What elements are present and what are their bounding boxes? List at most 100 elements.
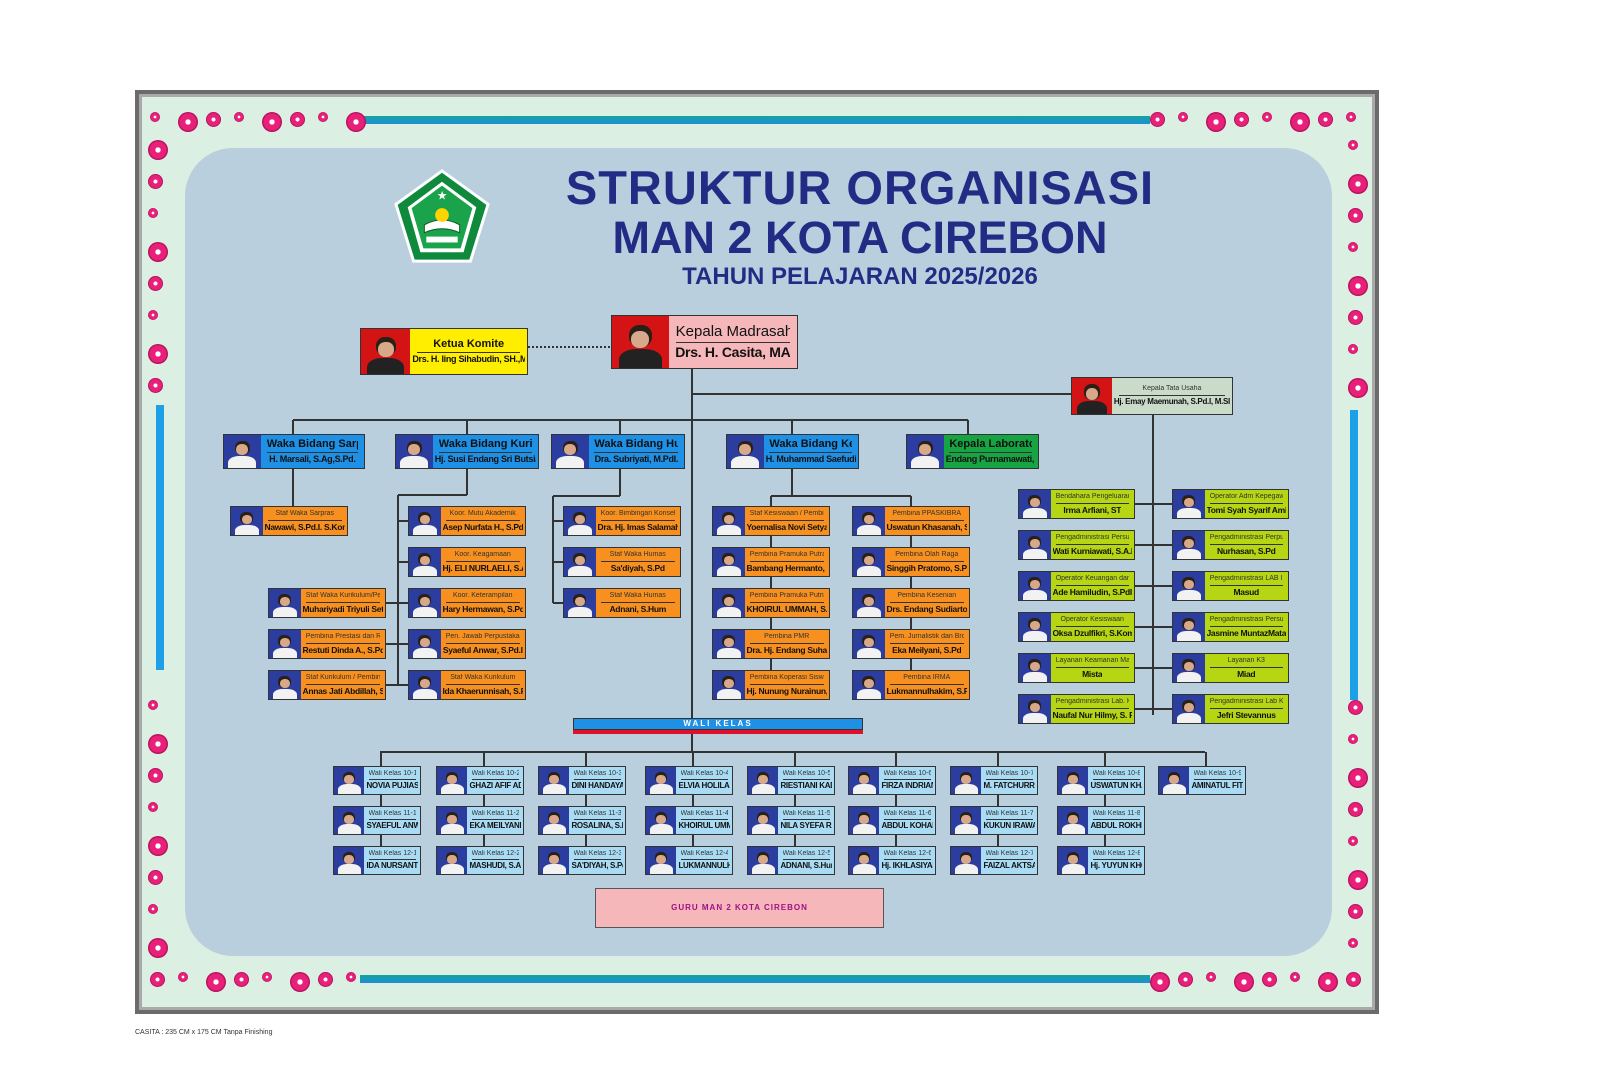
- person-name: DINI HANDAYANI, S.Pd: [571, 782, 623, 791]
- staff-box: Koor. Bimbingan KonselingDra. Hj. Imas S…: [563, 506, 681, 536]
- person-photo: [853, 548, 885, 576]
- box-label: Staf Kurikulum / Pembina RobotikAnnas Ja…: [301, 671, 386, 699]
- flower-ornament: [178, 112, 198, 132]
- tu-staff-box: Pengadministrasi Persuratan dan PTSPJasm…: [1172, 612, 1289, 642]
- tu-staff-box: Pengadministrasi Lab KeterampilanJefri S…: [1172, 694, 1289, 724]
- flower-ornament: [290, 972, 310, 992]
- flower-ornament: [1178, 112, 1188, 122]
- flower-ornament: [148, 174, 163, 189]
- person-name: LUKMANNULHAKIM, S.Pd.I: [678, 862, 730, 871]
- waka-box: Waka Bidang KurikulumHj. Susi Endang Sri…: [395, 434, 539, 469]
- flower-ornament: [148, 276, 163, 291]
- flower-ornament: [346, 112, 366, 132]
- person-photo: [951, 847, 982, 874]
- person-name: FIRZA INDRIANI, S. Pd: [881, 782, 933, 791]
- position-title: Staf Kesiswaan / Pembina OSIS: [749, 510, 824, 521]
- flower-ornament: [148, 938, 168, 958]
- person-photo: [713, 671, 745, 699]
- waka-box: Kepala Laboratorium IPAEndang Purnamawat…: [906, 434, 1039, 469]
- position-title: Wali Kelas 11-3: [573, 810, 621, 821]
- person-photo: [849, 807, 880, 834]
- flower-ornament: [1348, 174, 1368, 194]
- box-label: Wali Kelas 10-7M. FATCHURROHMAN, M. Pd.: [981, 767, 1037, 794]
- position-title: Wali Kelas 10-6: [883, 770, 931, 781]
- person-name: Adnani, S.Hum: [609, 604, 667, 614]
- flower-ornament: [290, 112, 305, 127]
- position-title: Ketua Komite: [416, 338, 521, 354]
- person-photo: [907, 435, 944, 468]
- person-name: Hj. Nunung Nurainun, S.Pd.I: [746, 686, 828, 696]
- person-name: Sa'diyah, S.Pd: [610, 563, 665, 573]
- person-photo: [849, 767, 880, 794]
- flower-ornament: [1348, 904, 1363, 919]
- position-title: Pem. Jurnalistik dan Broadcast: [889, 633, 964, 644]
- person-name: Restuti Dinda A., S.Pd. M.Han: [302, 645, 384, 655]
- person-name: Bambang Hermanto, S.Pd: [746, 563, 828, 573]
- person-name: Ida Khaerunnisah, S.Pd: [442, 686, 524, 696]
- box-label: Koor. Bimbingan KonselingDra. Hj. Imas S…: [596, 507, 681, 535]
- position-title: Pembina Kesenian: [889, 592, 964, 603]
- person-photo: [437, 767, 468, 794]
- person-photo: [849, 847, 880, 874]
- flower-ornament: [1150, 112, 1165, 127]
- staff-box: Pem. Jurnalistik dan BroadcastEka Meilya…: [852, 629, 970, 659]
- person-name: ADNANI, S.Hum: [780, 862, 832, 871]
- flower-ornament: [1206, 972, 1216, 982]
- position-title: Wali Kelas 10-9: [1193, 770, 1241, 781]
- box-label: Wali Kelas 12-4LUKMANNULHAKIM, S.Pd.I: [676, 847, 732, 874]
- title-line-3: TAHUN PELAJARAN 2025/2026: [682, 263, 1038, 290]
- person-name: Ade Hamiludin, S.PdI: [1052, 587, 1132, 597]
- staff-box: Pembina Prestasi dan RisetRestuti Dinda …: [268, 629, 386, 659]
- position-title: Pengadministrasi Lab. Komputer: [1055, 698, 1129, 709]
- person-name: Masud: [1233, 587, 1259, 597]
- person-name: Irma Arfiani, ST: [1063, 505, 1122, 515]
- wali-kelas-box: Wali Kelas 12-8Hj. YUYUN KHOERIYAH, S.Ag: [1057, 846, 1145, 875]
- position-title: Wali Kelas 10-8: [1092, 770, 1140, 781]
- wali-kelas-header: WALI KELAS: [573, 718, 863, 730]
- flower-ornament: [346, 972, 356, 982]
- svg-text:★: ★: [437, 189, 448, 202]
- flower-ornament: [234, 112, 244, 122]
- flower-ornament: [1178, 972, 1193, 987]
- person-name: Nawawi, S.Pd.I. S.Kom: [264, 522, 346, 532]
- person-photo: [361, 329, 411, 374]
- flower-ornament: [148, 836, 168, 856]
- person-photo: [269, 671, 301, 699]
- flower-ornament: [262, 112, 282, 132]
- flower-ornament: [148, 378, 163, 393]
- box-label: Pembina Prestasi dan RisetRestuti Dinda …: [301, 630, 386, 658]
- person-name: MASHUDI, S.Ag: [469, 862, 521, 871]
- person-photo: [269, 589, 301, 617]
- position-title: Pembina Olah Raga: [889, 551, 964, 562]
- person-photo: [853, 630, 885, 658]
- tu-staff-box: Pengadministrasi LAB IPA dan KoperasiMas…: [1172, 571, 1289, 601]
- person-name: Jasmine MuntazMataqu, S.I.Kom.: [1206, 628, 1287, 638]
- title-line-1: STRUKTUR ORGANISASI: [565, 161, 1155, 214]
- person-name: Uswatun Khasanah, S.Hum: [886, 522, 968, 532]
- person-photo: [334, 767, 365, 794]
- flower-ornament: [1348, 836, 1358, 846]
- person-name: Tomi Syah Syarif Amin, S.Si.: [1206, 505, 1287, 515]
- box-label: Pengadministrasi Lab. KomputerNaufal Nur…: [1051, 695, 1135, 723]
- person-photo: [564, 589, 596, 617]
- person-name: IDA NURSANTI, S.Pd: [366, 862, 418, 871]
- position-title: Pengadministrasi Lab Keterampilan: [1209, 698, 1283, 709]
- flower-ornament: [1150, 972, 1170, 992]
- position-title: Staf Waka Kurikulum/Penjab Lab Kom: [305, 592, 380, 603]
